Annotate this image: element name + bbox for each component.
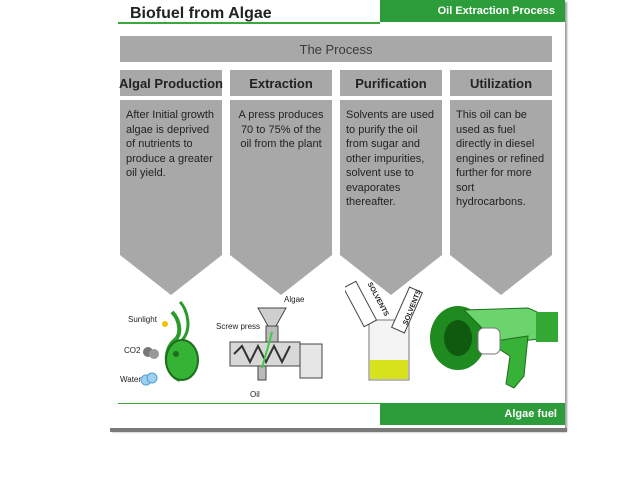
fuel-nozzle-icon: [430, 306, 558, 389]
down-arrow-icon: [450, 255, 552, 295]
section-bar: Oil Extraction Process: [380, 0, 565, 22]
step-purification: Purification Solvents are used to purify…: [340, 70, 442, 295]
step-title: Utilization: [450, 70, 552, 96]
down-arrow-icon: [120, 255, 222, 295]
sunlight-label: Sunlight: [128, 315, 157, 324]
title-rule: [118, 22, 380, 24]
process-header: The Process: [120, 36, 552, 62]
step-title: Extraction: [230, 70, 332, 96]
step-algal-production: Algal Production After Initial growth al…: [119, 70, 223, 295]
slide-shadow: [110, 428, 567, 432]
step-text: Solvents are used to purify the oil from…: [340, 100, 442, 255]
step-extraction: Extraction A press produces 70 to 75% of…: [230, 70, 332, 295]
step-title: Algal Production: [119, 70, 223, 96]
beaker-illustration: [345, 280, 424, 381]
step-text: This oil can be used as fuel directly in…: [450, 100, 552, 255]
down-arrow-icon: [230, 255, 332, 295]
slide-title: Biofuel from Algae: [130, 5, 272, 22]
step-text: A press produces 70 to 75% of the oil fr…: [230, 100, 332, 255]
footer-bar: Algae fuel: [380, 403, 565, 425]
slide: Biofuel from Algae Oil Extraction Proces…: [110, 0, 565, 430]
step-utilization: Utilization This oil can be used as fuel…: [450, 70, 552, 295]
co2-label: CO2: [124, 346, 141, 355]
footer-rule: [118, 403, 380, 404]
algae-illustration: [140, 300, 199, 386]
algae-label: Algae: [284, 295, 305, 304]
water-label: Water: [120, 375, 142, 384]
screw-press-illustration: [229, 307, 323, 381]
step-text: After Initial growth algae is deprived o…: [120, 100, 222, 255]
step-title: Purification: [340, 70, 442, 96]
oil-label: Oil: [250, 390, 260, 399]
screw-press-label: Screw press: [216, 322, 261, 331]
